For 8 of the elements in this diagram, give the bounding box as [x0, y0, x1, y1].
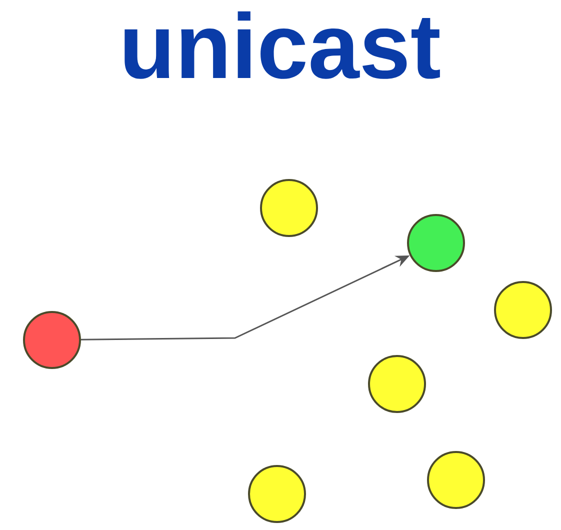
circle-node	[23, 311, 81, 369]
circle-node	[368, 355, 426, 413]
title: unicast	[124, 11, 440, 79]
circle-node	[260, 179, 318, 237]
circle-node	[427, 451, 485, 509]
circle-node	[407, 214, 465, 272]
circle-node	[248, 465, 306, 523]
circle-node	[494, 281, 552, 339]
